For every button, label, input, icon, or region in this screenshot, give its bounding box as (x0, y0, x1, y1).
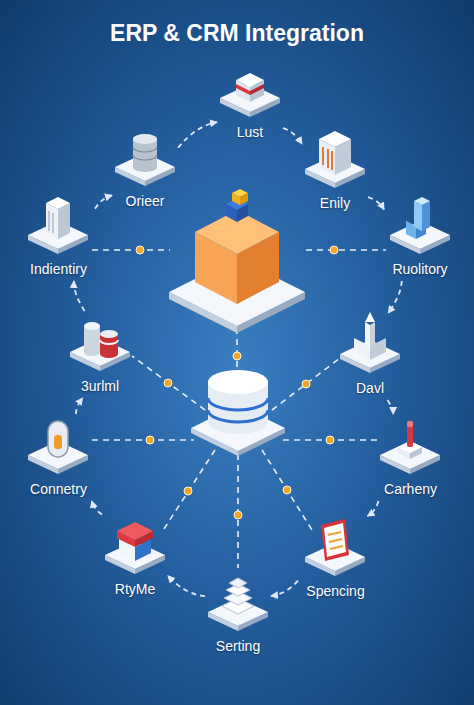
node-label: Orieer (115, 193, 175, 210)
node-label: RtyMe (105, 581, 165, 598)
central-server (191, 370, 285, 456)
icon-space (208, 574, 268, 634)
icon-building (220, 73, 280, 117)
icon-cylinders (115, 134, 175, 186)
flow-arrow (76, 398, 83, 414)
flow-arrow (368, 501, 379, 516)
node-label: Carheny (379, 481, 442, 498)
icon-space (70, 314, 130, 374)
icon-document (305, 519, 365, 576)
icon-node: Ruolitory (387, 197, 453, 278)
icon-tanks (70, 322, 130, 371)
icon-node: Lust (220, 60, 280, 141)
icon-space (340, 316, 400, 376)
icon-node: RtyMe (105, 517, 165, 598)
flow-arrow (271, 581, 298, 596)
icon-space (25, 417, 92, 477)
icon-space (115, 129, 175, 189)
icon-crystal (390, 197, 450, 254)
icon-space (105, 517, 165, 577)
icon-space (387, 197, 453, 257)
node-label: Connetry (25, 481, 92, 498)
flow-arrow (368, 197, 384, 209)
node-label: Serting (208, 638, 268, 655)
flow-arrow (92, 501, 102, 514)
icon-node: Enily (305, 131, 365, 212)
diagram-title: ERP & CRM Integration (0, 20, 474, 47)
icon-space (25, 197, 92, 257)
flow-arrow (388, 281, 401, 313)
node-label: Lust (220, 124, 280, 141)
flow-arrow (387, 400, 393, 414)
icon-node: Spencing (301, 519, 370, 600)
node-label: Enily (305, 195, 365, 212)
node-label: 3urlml (70, 378, 130, 395)
flow-arrow (168, 576, 205, 596)
icon-tower (28, 197, 88, 254)
icon-stack (208, 578, 268, 631)
node-label: Spencing (301, 583, 370, 600)
icon-space (301, 519, 370, 579)
icon-lever (380, 421, 440, 474)
icon-node: Serting (208, 574, 268, 655)
icon-space (220, 60, 280, 120)
icon-space (379, 417, 442, 477)
icon-node: Carheny (379, 417, 442, 498)
icon-node: Davl (340, 316, 400, 397)
central-block (169, 189, 305, 333)
icon-shop (105, 522, 165, 574)
icon-office (305, 131, 365, 188)
icon-node: Connetry (25, 417, 92, 498)
flow-arrow (283, 128, 302, 144)
icon-space (305, 131, 365, 191)
node-label: Davl (340, 380, 400, 397)
flow-arrow (95, 195, 112, 208)
flow-arrow (74, 281, 85, 311)
icon-node: Orieer (115, 129, 175, 210)
flow-arrow (178, 122, 217, 148)
icon-node: Indientiry (25, 197, 92, 278)
node-label: Ruolitory (387, 261, 453, 278)
node-label: Indientiry (25, 261, 92, 278)
icon-castle (340, 312, 400, 373)
icon-node: 3urlml (70, 314, 130, 395)
icon-capsule (28, 421, 88, 474)
